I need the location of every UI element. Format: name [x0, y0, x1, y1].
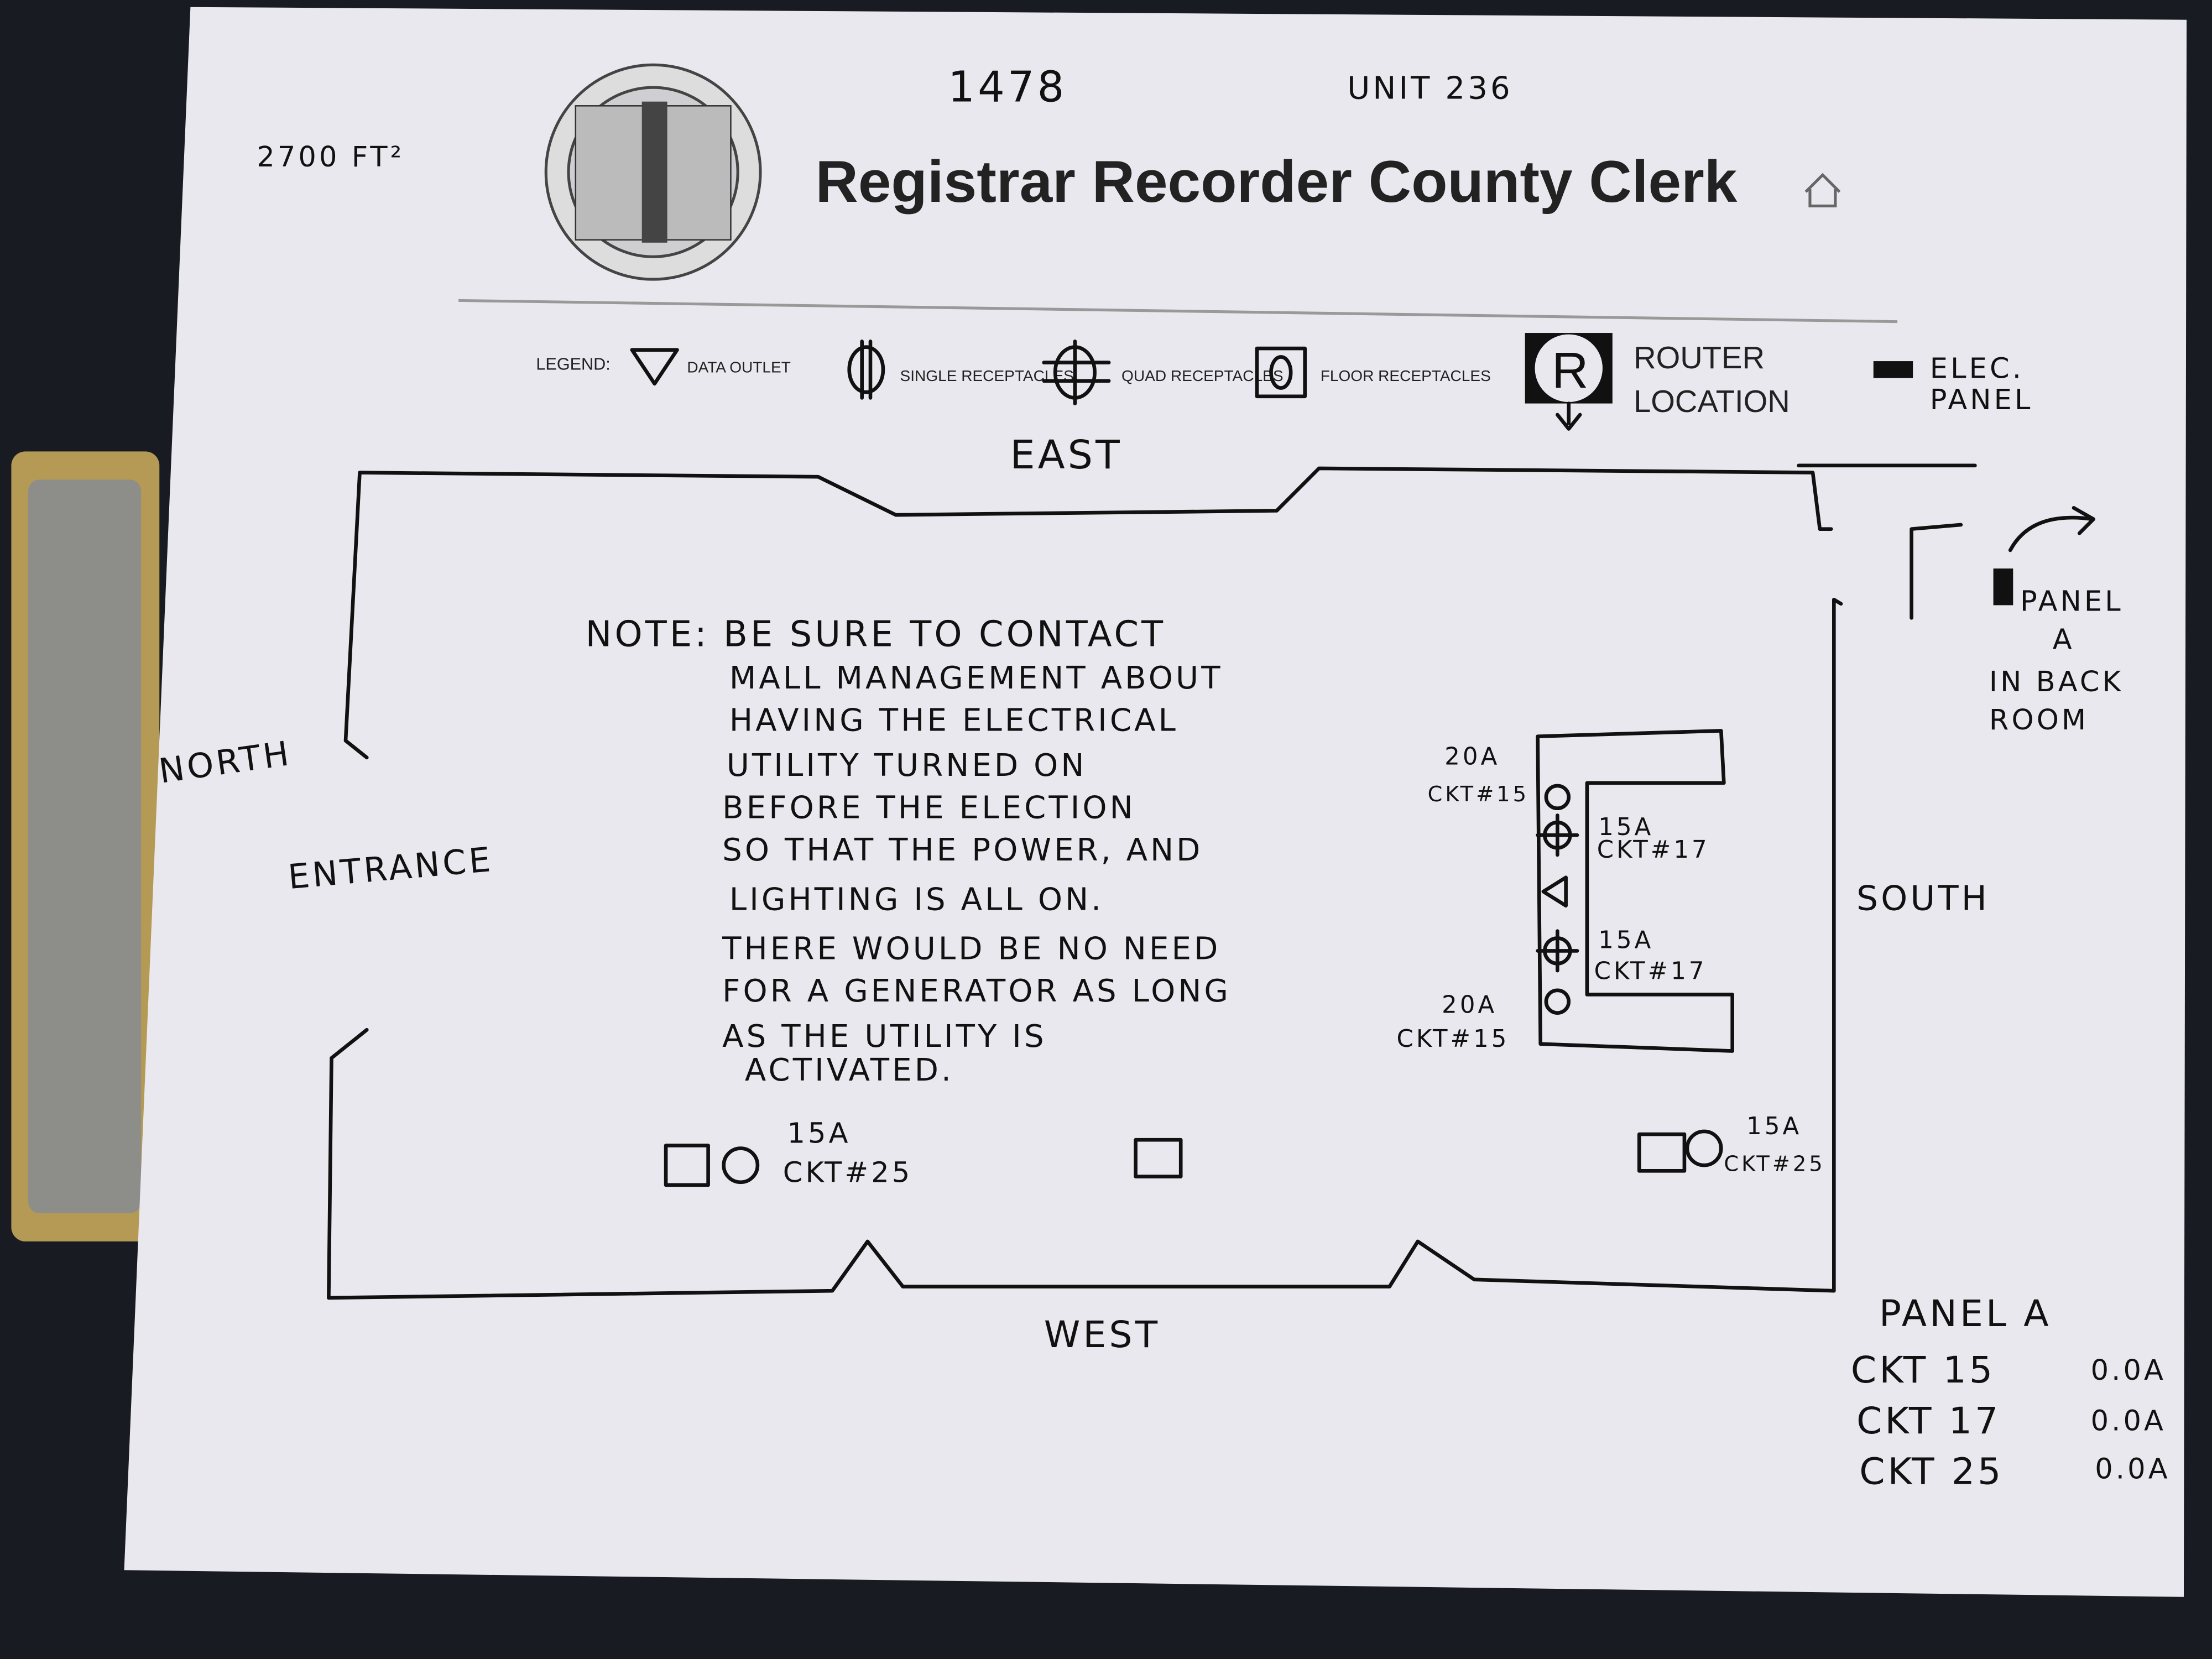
- receptacle-icon: [1544, 988, 1571, 1015]
- table-row: CKT 25 0.0A: [1859, 1450, 2170, 1493]
- svg-text:FLOOR RECEPTACLES: FLOOR RECEPTACLES: [1321, 367, 1491, 384]
- svg-text:BEFORE THE ELECTION: BEFORE THE ELECTION: [722, 790, 1136, 826]
- note-block: NOTE: BE SURE TO CONTACT MALL MANAGEMENT…: [586, 614, 1231, 1088]
- elec-panel-icon: [1993, 568, 2013, 606]
- svg-text:0.0A: 0.0A: [2095, 1453, 2170, 1485]
- svg-text:CKT 15: CKT 15: [1851, 1348, 1995, 1391]
- svg-text:15A: 15A: [1598, 926, 1653, 954]
- panel-a-readings: PANEL A CKT 15 0.0A CKT 17 0.0A CKT 25 0.0A: [1851, 1292, 2170, 1493]
- svg-text:CKT 25: CKT 25: [1859, 1450, 2004, 1493]
- data-outlet-icon: [1541, 875, 1568, 908]
- svg-text:PANEL: PANEL: [2020, 586, 2124, 618]
- svg-text:R: R: [1552, 343, 1588, 399]
- svg-text:ROOM: ROOM: [1989, 704, 2089, 737]
- svg-text:CKT#15: CKT#15: [1397, 1025, 1510, 1053]
- circuit-labels: 20A CKT#15 15A CKT#17 15A CKT#17 20A CKT…: [783, 743, 1825, 1190]
- county-seal-logo: [544, 63, 762, 281]
- svg-text:NOTE: BE SURE TO CONTACT: NOTE: BE SURE TO CONTACT: [586, 614, 1166, 655]
- floor-receptacle-icon: [1255, 346, 1307, 399]
- home-icon[interactable]: [1804, 173, 1841, 207]
- floor-receptacle-icon: [1637, 1129, 1723, 1173]
- table-row: CKT 17 0.0A: [1856, 1399, 2166, 1442]
- svg-text:20A: 20A: [1444, 743, 1500, 771]
- svg-text:15A: 15A: [787, 1117, 851, 1150]
- quad-receptacle-icon: [1042, 340, 1111, 405]
- svg-text:LEGEND:: LEGEND:: [536, 354, 610, 373]
- data-outlet-icon: [630, 348, 679, 386]
- svg-text:15A: 15A: [1598, 813, 1653, 841]
- svg-text:A: A: [2053, 623, 2075, 656]
- svg-text:PANEL: PANEL: [1930, 384, 2033, 416]
- elec-panel-icon: [1873, 361, 1913, 378]
- svg-text:CKT 17: CKT 17: [1856, 1399, 2001, 1442]
- unit-number: UNIT 236: [1347, 71, 1513, 107]
- svg-text:15A: 15A: [1746, 1113, 1802, 1140]
- label-south: SOUTH: [1856, 879, 1990, 918]
- receptacle-icon: [1544, 784, 1571, 811]
- svg-text:LOCATION: LOCATION: [1634, 384, 1790, 419]
- quad-receptacle-icon: [1536, 813, 1579, 857]
- floor-receptacle-icon: [664, 1144, 760, 1187]
- svg-text:20A: 20A: [1442, 992, 1497, 1019]
- label-west: WEST: [1044, 1313, 1160, 1356]
- svg-text:CKT#15: CKT#15: [1428, 782, 1530, 807]
- svg-text:0.0A: 0.0A: [2091, 1405, 2166, 1438]
- svg-text:AS THE UTILITY IS: AS THE UTILITY IS: [722, 1019, 1047, 1055]
- router-location-icon: R: [1525, 333, 1613, 431]
- svg-text:THERE WOULD BE NO NEED: THERE WOULD BE NO NEED: [722, 931, 1220, 967]
- quad-receptacle-icon: [1536, 929, 1579, 973]
- svg-text:DATA OUTLET: DATA OUTLET: [687, 358, 791, 375]
- svg-text:ACTIVATED.: ACTIVATED.: [745, 1052, 954, 1088]
- panel-location-note: PANEL A IN BACK ROOM: [1989, 586, 2124, 737]
- floor-box-icon: [1134, 1138, 1183, 1178]
- svg-text:LIGHTING IS ALL ON.: LIGHTING IS ALL ON.: [729, 881, 1104, 917]
- svg-text:ROUTER: ROUTER: [1634, 340, 1765, 375]
- store-number: 1478: [948, 63, 1067, 112]
- panel-a-title: PANEL A: [1879, 1292, 2052, 1335]
- legend: LEGEND: DATA OUTLET SINGLE RECEPTACLES Q…: [536, 333, 2033, 431]
- floor-plan-walls: [327, 463, 2096, 1300]
- svg-text:SO THAT THE POWER, AND: SO THAT THE POWER, AND: [722, 832, 1203, 868]
- paper-sheet: [124, 7, 2187, 1597]
- receptacles: [664, 568, 2013, 1187]
- svg-text:QUAD RECEPTACLES: QUAD RECEPTACLES: [1121, 367, 1283, 384]
- label-east: EAST: [1010, 432, 1123, 478]
- svg-text:UTILITY TURNED ON: UTILITY TURNED ON: [727, 748, 1087, 784]
- svg-text:MALL MANAGEMENT ABOUT: MALL MANAGEMENT ABOUT: [729, 660, 1223, 696]
- area-label: 2700 FT²: [257, 141, 404, 174]
- svg-text:HAVING THE ELECTRICAL: HAVING THE ELECTRICAL: [729, 702, 1178, 738]
- svg-text:CKT#17: CKT#17: [1597, 836, 1710, 864]
- svg-text:FOR A GENERATOR AS LONG: FOR A GENERATOR AS LONG: [722, 973, 1231, 1009]
- svg-text:CKT#25: CKT#25: [1724, 1151, 1825, 1176]
- svg-text:CKT#25: CKT#25: [783, 1157, 913, 1190]
- table-row: CKT 15 0.0A: [1851, 1348, 2166, 1391]
- page-title: Registrar Recorder County Clerk: [815, 148, 1737, 215]
- arrow-icon: [2008, 506, 2096, 552]
- counter-outline: [1536, 729, 1734, 1053]
- svg-text:IN BACK: IN BACK: [1989, 666, 2124, 698]
- svg-text:CKT#17: CKT#17: [1594, 957, 1707, 985]
- single-receptacle-icon: [847, 340, 885, 400]
- svg-text:ELEC.: ELEC.: [1930, 353, 2024, 385]
- header-divider: [458, 299, 1898, 324]
- svg-text:0.0A: 0.0A: [2091, 1354, 2166, 1387]
